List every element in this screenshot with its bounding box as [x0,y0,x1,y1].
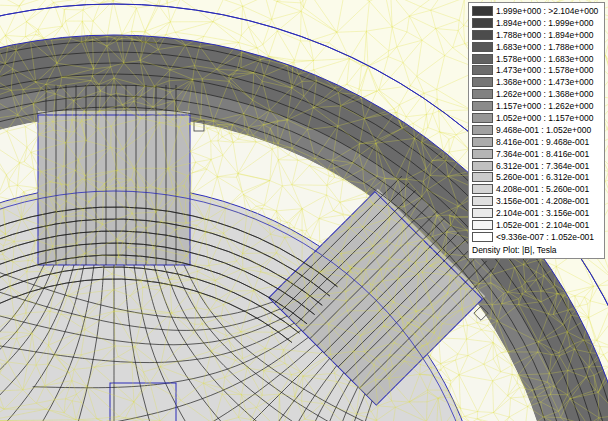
flux-line [54,265,104,421]
legend-swatch [472,77,493,87]
legend-swatch [472,30,493,40]
machine-geometry [0,4,608,421]
flux-line [0,265,94,421]
legend-swatch [472,232,493,242]
coil-marker [194,121,204,131]
legend-row: 1.368e+000 : 1.473e+000 [472,76,601,88]
flux-line [160,351,323,421]
density-legend: 1.999e+000 : >2.104e+000 1.894e+000 : 1.9… [468,2,605,259]
legend-text: 1.052e+000 : 1.157e+000 [496,113,593,123]
legend-row: 8.416e-001 : 9.468e-001 [472,136,601,148]
legend-text: 5.260e-001 : 6.312e-001 [496,172,589,182]
legend-swatch [472,18,493,28]
legend-row: 1.052e+000 : 1.157e+000 [472,112,601,124]
legend-swatch [472,6,493,16]
legend-swatch [472,54,493,64]
flux-line [0,279,292,421]
legend-row: 1.157e+000 : 1.262e+000 [472,100,601,112]
legend-text: 1.788e+000 : 1.894e+000 [496,30,593,40]
flux-line [33,330,302,388]
legend-row: <9.336e-007 : 1.052e-001 [472,231,601,243]
airgap-line [0,191,483,421]
legend-row: 1.473e+000 : 1.578e+000 [472,64,601,76]
legend-text: <9.336e-007 : 1.052e-001 [496,232,594,242]
legend-text: 7.364e-001 : 8.416e-001 [496,149,589,159]
legend-row: 1.894e+000 : 1.999e+000 [472,17,601,29]
legend-swatch [472,137,493,147]
flux-line [0,52,608,421]
legend-swatch [472,220,493,230]
flux-line [310,211,437,338]
legend-text: 1.683e+000 : 1.788e+000 [496,42,593,52]
legend-row: 1.262e+000 : 1.368e+000 [472,88,601,100]
legend-text: 1.894e+000 : 1.999e+000 [496,18,593,28]
flux-line [146,85,147,265]
flux-line [184,265,534,421]
legend-text: 1.262e+000 : 1.368e+000 [496,89,593,99]
legend-row: 7.364e-001 : 8.416e-001 [472,148,601,160]
legend-row: 9.468e-001 : 1.052e+000 [472,124,601,136]
legend-row: 1.788e+000 : 1.894e+000 [472,29,601,41]
flux-line [0,259,280,330]
flux-line [66,85,67,265]
flux-line [289,190,416,317]
stator-back-iron [0,35,608,421]
flux-line [96,85,97,265]
outer-boundary [0,4,608,421]
legend-text: 9.468e-001 : 1.052e+000 [496,125,591,135]
legend-text: 1.999e+000 : >2.104e+000 [496,6,598,16]
legend-swatch [472,113,493,123]
legend-text: 2.104e-001 : 3.156e-001 [496,208,589,218]
legend-swatch [472,65,493,75]
legend-text: 1.473e+000 : 1.578e+000 [496,65,593,75]
legend-text: 4.208e-001 : 5.260e-001 [496,184,589,194]
legend-swatch [472,125,493,135]
flux-line [0,265,74,421]
legend-swatch [472,101,493,111]
legend-text: 1.578e+000 : 1.683e+000 [496,54,593,64]
legend-text: 3.156e-001 : 4.208e-001 [496,196,589,206]
flux-line [106,85,107,265]
legend-text: 8.416e-001 : 9.468e-001 [496,137,589,147]
legend-row: 4.208e-001 : 5.260e-001 [472,183,601,195]
flux-line [202,358,329,421]
flux-line [352,254,479,381]
flux-line [245,366,337,421]
legend-row: 1.578e+000 : 1.683e+000 [472,53,601,65]
flux-line [114,265,115,421]
legend-row: 5.260e-001 : 6.312e-001 [472,171,601,183]
legend-row: 1.999e+000 : >2.104e+000 [472,5,601,17]
legend-swatch [472,161,493,171]
flux-line [359,261,486,388]
flux-line [76,85,77,265]
legend-swatch [472,89,493,99]
coil-marker [474,306,488,320]
flux-line [0,302,287,345]
flux-line [0,267,299,421]
legend-text: 1.368e+000 : 1.473e+000 [496,77,593,87]
legend-title: Density Plot: |B|, Tesla [472,245,601,255]
legend-row: 1.683e+000 : 1.788e+000 [472,41,601,53]
legend-row: 6.312e-001 : 7.364e-001 [472,160,601,172]
legend-swatch [472,208,493,218]
outer-boundary [0,4,608,421]
legend-text: 1.157e+000 : 1.262e+000 [496,101,593,111]
legend-row: 2.104e-001 : 3.156e-001 [472,207,601,219]
legend-swatch [472,184,493,194]
legend-text: 6.312e-001 : 7.364e-001 [496,161,589,171]
legend-swatch [472,149,493,159]
legend-swatch [472,42,493,52]
flux-line [0,231,322,421]
legend-row: 3.156e-001 : 4.208e-001 [472,195,601,207]
legend-swatch [472,172,493,182]
legend-text: 1.052e-001 : 2.104e-001 [496,220,589,230]
legend-row: 1.052e-001 : 2.104e-001 [472,219,601,231]
stator-outline [0,35,608,421]
legend-swatch [472,196,493,206]
